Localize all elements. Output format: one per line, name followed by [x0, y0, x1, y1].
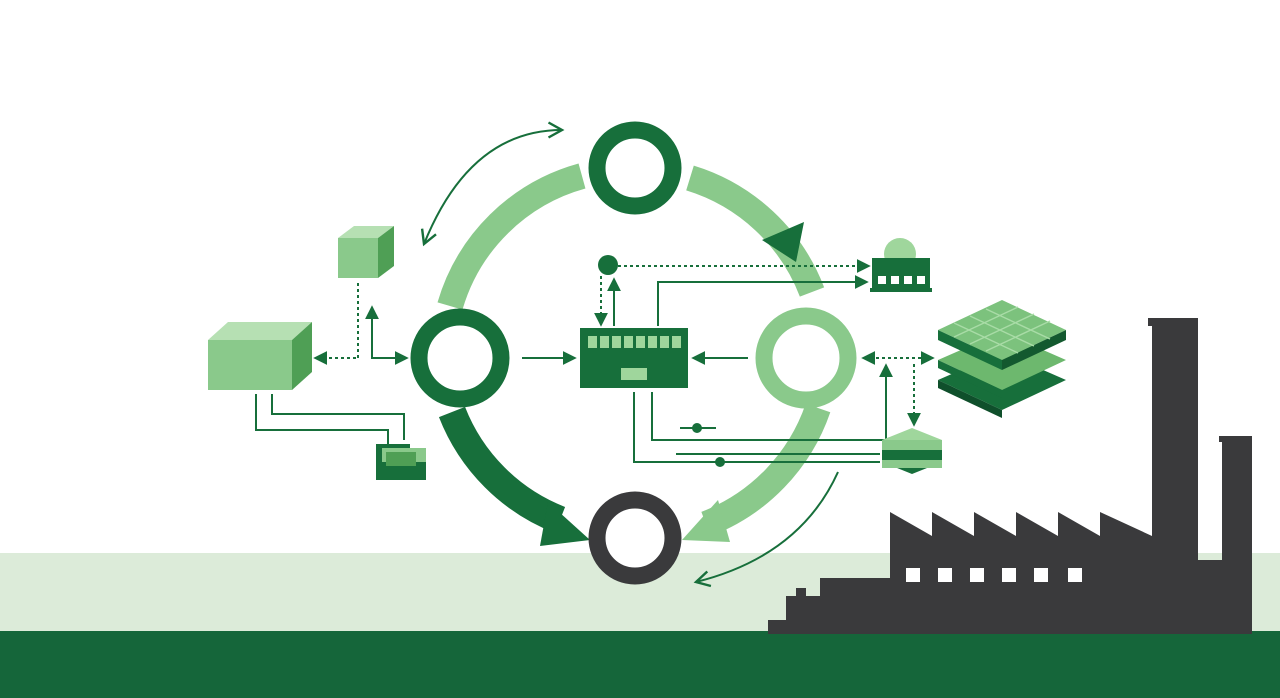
junction-dot-a	[692, 423, 702, 433]
warehouse-icon	[870, 238, 932, 292]
link-hub-to-small-stack	[633, 392, 880, 463]
ground-dark-band	[0, 631, 1280, 698]
large-cube-icon	[208, 322, 312, 390]
arc-top-right	[686, 165, 825, 297]
ring-node-left-icon	[410, 308, 510, 408]
link-left-node-small-cube	[365, 305, 409, 365]
stacked-blocks-icon	[376, 444, 426, 480]
arc-right-bottom	[701, 403, 831, 537]
arc-left-bottom	[438, 406, 566, 534]
link-large-cube-blocks-b	[271, 394, 405, 440]
arrowhead-right-bottom	[682, 500, 730, 542]
junction-dot-b	[715, 457, 725, 467]
small-stack-icon	[882, 428, 942, 474]
outer-arrow-top-left	[420, 121, 565, 247]
ring-node-top-icon	[588, 121, 682, 215]
factory-windows	[906, 568, 1082, 582]
link-bottom-to-right-node	[651, 363, 893, 441]
arrowhead-left-bottom	[540, 502, 590, 546]
link-large-cube-blocks-a	[255, 394, 389, 444]
layered-panels-icon	[938, 300, 1066, 418]
arrowhead-top-right	[762, 222, 804, 262]
small-cube-icon	[338, 226, 394, 278]
link-hub-to-warehouse	[657, 275, 869, 326]
sensor-dot-icon	[598, 255, 618, 275]
ring-node-right-icon	[755, 307, 857, 409]
control-unit-icon	[580, 328, 688, 388]
outer-arrow-bottom-right	[693, 471, 839, 588]
ring-node-bottom-icon	[588, 491, 682, 585]
arc-top-left	[437, 163, 586, 310]
factory-icon	[768, 318, 1252, 634]
